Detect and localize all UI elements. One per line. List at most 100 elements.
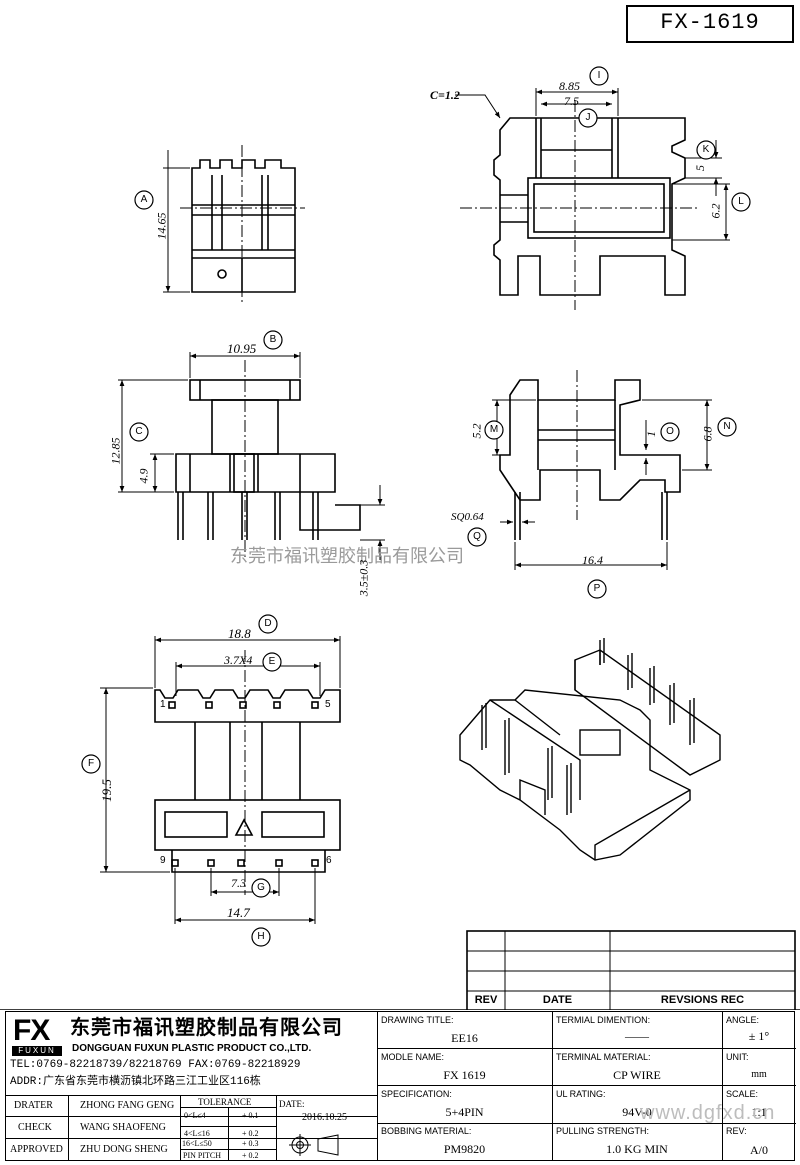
dim-q-value: SQ0.64 xyxy=(451,511,484,523)
bubble-c: C xyxy=(135,426,143,437)
dim-p-value: 16.4 xyxy=(582,553,603,567)
dim-a-value: 14.65 xyxy=(154,212,169,240)
rev-label: REV: xyxy=(726,1126,747,1136)
spec-label: SPECIFICATION: xyxy=(381,1089,452,1099)
pull-label: PULLING STRENGTH: xyxy=(556,1126,650,1136)
drater-name: ZHONG FANG GENG xyxy=(80,1100,175,1111)
scale: 1:1 xyxy=(751,1105,767,1119)
model: FX 1619 xyxy=(443,1068,486,1082)
pin-label-5: 5 xyxy=(325,699,331,710)
logo-mark: FX xyxy=(13,1014,50,1047)
spec: 5+4PIN xyxy=(445,1105,484,1119)
bubble-b: B xyxy=(269,334,277,345)
dim-n-value: 6.8 xyxy=(700,426,715,442)
dim-o-value: 1 xyxy=(644,431,658,437)
technical-drawing xyxy=(0,66,800,1010)
company-tel: TEL:0769-82218739/82218769 FAX:0769-8221… xyxy=(10,1059,301,1071)
watermark-url: www.dgfxd.cn xyxy=(640,1102,776,1124)
drater-label: DRATER xyxy=(14,1100,53,1111)
company-name-en: DONGGUAN FUXUN PLASTIC PRODUCT CO.,LTD. xyxy=(72,1043,312,1054)
pin-label-1: 1 xyxy=(160,699,166,710)
dim-h-value: 14.7 xyxy=(227,905,250,920)
bubble-j: J xyxy=(585,112,591,123)
bubble-e: E xyxy=(268,656,276,667)
model-label: MODLE NAME: xyxy=(381,1052,445,1062)
rev-record-header: REVSIONS REC xyxy=(660,994,745,1006)
tolerance-title: TOLERANCE xyxy=(198,1097,252,1107)
bubble-d: D xyxy=(264,618,272,629)
dim-chamfer: C=1.2 xyxy=(430,88,460,102)
tol-range-4: PIN PITCH xyxy=(183,1151,222,1160)
view-end-top xyxy=(191,159,296,293)
title-block: FX FUXUN 东莞市福讯塑胶制品有限公司 DONGGUAN FUXUN PL… xyxy=(5,1011,796,1161)
date-label: DATE: xyxy=(279,1099,305,1109)
angle-label: ANGLE: xyxy=(726,1015,760,1025)
part-number-box xyxy=(626,5,794,43)
dim-c-value: 12.85 xyxy=(108,437,123,465)
check-name: WANG SHAOFENG xyxy=(80,1122,166,1133)
pin-label-9: 9 xyxy=(160,855,166,866)
approved-label: APPROVED xyxy=(10,1144,63,1155)
terminal-mat-label: TERMINAL MATERIAL: xyxy=(556,1052,651,1062)
outlines xyxy=(154,117,721,873)
bubble-k: K xyxy=(702,144,710,155)
tol-range-3: 16<L≤50 xyxy=(182,1139,212,1148)
pull-strength: 1.0 KG MIN xyxy=(606,1142,668,1156)
dim-e-value: 3.7X4 xyxy=(224,653,253,667)
revision-table xyxy=(466,930,796,1010)
ul-label: UL RATING: xyxy=(556,1089,606,1099)
bubble-p: P xyxy=(593,583,601,594)
company-name-cn: 东莞市福讯塑胶制品有限公司 xyxy=(70,1017,343,1039)
dim-d-value: 18.8 xyxy=(228,626,251,641)
watermark-text: 东莞市福讯塑胶制品有限公司 xyxy=(230,546,464,566)
drawing-title-label: DRAWING TITLE: xyxy=(381,1015,454,1025)
dim-g-value: 7.3 xyxy=(231,876,246,890)
bubble-a: A xyxy=(140,194,148,205)
tol-range-2: 4<L≤16 xyxy=(184,1129,210,1138)
rev-date-header: DATE xyxy=(542,994,573,1006)
ul-rating: 94V-0 xyxy=(622,1105,652,1119)
center-lines xyxy=(180,100,700,895)
projection-symbol xyxy=(289,1134,339,1156)
dim-i-value: 8.85 xyxy=(559,79,580,93)
bobbin-label: BOBBING MATERIAL: xyxy=(381,1126,472,1136)
scale-label: SCALE: xyxy=(726,1089,759,1099)
dim-k-value: 5 xyxy=(693,165,707,171)
company-logo: FX FUXUN xyxy=(10,1014,64,1056)
dim-pin-length: 3.5±0.3 xyxy=(356,559,371,597)
dim-f-value: 19.5 xyxy=(98,779,114,802)
terminal-dim: —— xyxy=(625,1029,649,1043)
bobbin-material: PM9820 xyxy=(443,1142,486,1156)
drawing-title: EE16 xyxy=(451,1031,478,1045)
check-label: CHECK xyxy=(18,1122,52,1133)
dim-4-9: 4.9 xyxy=(136,468,151,484)
date-value: 2016.10.25 xyxy=(302,1112,347,1123)
view-isometric xyxy=(459,638,721,861)
rev-header: REV xyxy=(474,994,498,1006)
part-number: FX-1619 xyxy=(660,10,760,35)
rev-value: A/0 xyxy=(750,1143,768,1157)
unit-label: UNIT: xyxy=(726,1052,749,1062)
view-side-right xyxy=(499,379,681,540)
bubble-l: L xyxy=(738,196,744,207)
tol-value-1: + 0.1 xyxy=(242,1111,259,1120)
pin-label-6: 6 xyxy=(326,855,332,866)
unit: mm xyxy=(751,1069,767,1080)
bubble-q: Q xyxy=(473,531,481,542)
terminal-mat: CP WIRE xyxy=(613,1068,661,1082)
dim-b-value: 10.95 xyxy=(227,341,257,356)
callout-bubbles xyxy=(81,66,751,947)
terminal-dim-label: TERMIAL DIMENTION: xyxy=(556,1015,651,1025)
dim-l-value: 6.2 xyxy=(708,203,723,219)
dimension-lines xyxy=(100,88,730,924)
bubble-i: I xyxy=(597,70,601,81)
angle: ± 1° xyxy=(748,1029,770,1043)
dim-m-value: 5.2 xyxy=(469,423,484,439)
bubble-f: F xyxy=(87,758,95,769)
view-side-left xyxy=(175,379,361,540)
view-top xyxy=(493,117,686,296)
bubble-m: M xyxy=(489,424,499,435)
bubble-h: H xyxy=(257,931,265,942)
company-address: ADDR:广东省东莞市横沥镇北环路三江工业区116栋 xyxy=(10,1076,261,1088)
